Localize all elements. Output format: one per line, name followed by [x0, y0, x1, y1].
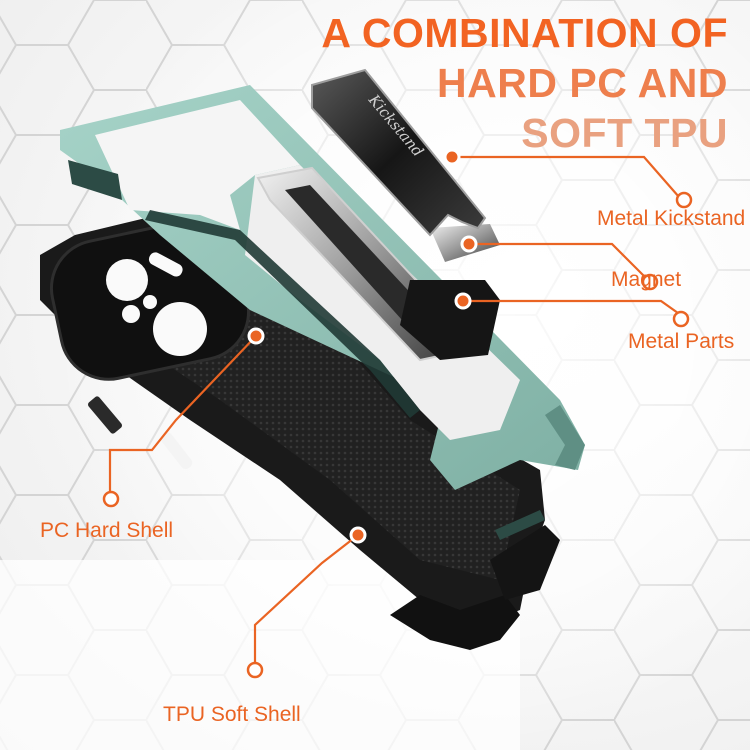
callout-label-tpu-soft-shell: TPU Soft Shell: [163, 703, 301, 726]
anchor-magnet-icon: [460, 235, 478, 253]
ring-pc-hard-shell-icon: [102, 490, 120, 508]
callout-label-magnet: Magnet: [611, 268, 682, 291]
headline: A COMBINATION OF HARD PC AND SOFT TPU: [321, 8, 728, 158]
headline-line-2: HARD PC AND: [437, 60, 728, 106]
anchor-metal-parts-icon: [454, 292, 472, 310]
headline-line-3: SOFT TPU: [521, 110, 728, 156]
headline-line-1: A COMBINATION OF: [321, 10, 728, 56]
anchor-metal-kickstand-icon: [443, 148, 461, 166]
callout-anchor-dots: [247, 148, 478, 544]
tpu-soft-shell-graphic: [40, 195, 560, 650]
anchor-pc-hard-shell-icon: [247, 327, 265, 345]
callout-label-metal-parts: Metal Parts: [628, 330, 735, 353]
callout-end-rings: [102, 191, 693, 679]
ring-magnet-icon: [641, 273, 659, 291]
ring-metal-kickstand-icon: [675, 191, 693, 209]
ring-tpu-soft-shell-icon: [246, 661, 264, 679]
callout-label-pc-hard-shell: PC Hard Shell: [40, 519, 174, 542]
ring-metal-parts-icon: [672, 310, 690, 328]
anchor-tpu-soft-shell-icon: [349, 526, 367, 544]
callout-label-metal-kickstand: Metal Kickstand: [597, 207, 746, 230]
